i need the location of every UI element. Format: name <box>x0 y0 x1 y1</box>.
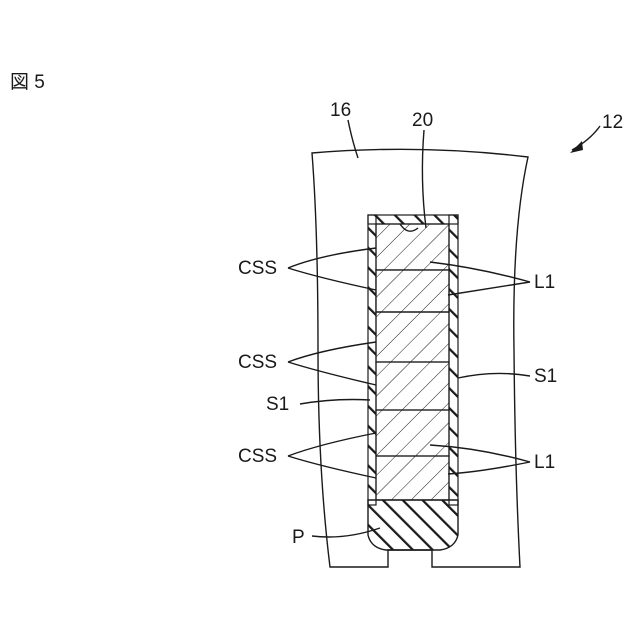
p-region <box>368 500 458 550</box>
leader-css-top-a <box>288 248 376 268</box>
leader-s1-left <box>300 400 370 405</box>
label-16: 16 <box>330 100 351 121</box>
label-s1-left: S1 <box>266 394 289 415</box>
label-p: P <box>292 527 305 548</box>
label-12: 12 <box>602 112 623 133</box>
leader-css-bot-a <box>288 433 376 456</box>
leader-css-mid-a <box>288 342 376 362</box>
label-css-top: CSS <box>238 258 277 279</box>
css-layer-2 <box>376 270 449 312</box>
label-css-bot: CSS <box>238 446 277 467</box>
leader-l1-top-b <box>448 282 530 295</box>
leader-css-top-b <box>288 268 376 290</box>
leader-css-bot-b <box>288 456 376 478</box>
arrow-12 <box>570 141 583 153</box>
leader-12 <box>572 126 600 150</box>
css-layer-5 <box>376 410 449 456</box>
css-layer-4 <box>376 362 449 410</box>
leader-l1-bot-b <box>448 462 530 474</box>
leader-css-mid-b <box>288 362 376 385</box>
label-l1-bot: L1 <box>534 452 555 473</box>
s1-right-wall <box>449 215 458 505</box>
css-layer-6 <box>376 456 449 500</box>
leader-s1-right <box>458 373 530 378</box>
leader-20 <box>422 130 426 228</box>
figure-label: 図 5 <box>10 72 45 93</box>
label-l1-top: L1 <box>534 272 555 293</box>
css-layer-3 <box>376 312 449 362</box>
label-20: 20 <box>412 110 433 131</box>
s1-left-wall <box>368 215 376 505</box>
leader-16 <box>348 120 358 158</box>
label-css-mid: CSS <box>238 352 277 373</box>
label-s1-right: S1 <box>534 366 557 387</box>
top-cap <box>368 215 458 224</box>
